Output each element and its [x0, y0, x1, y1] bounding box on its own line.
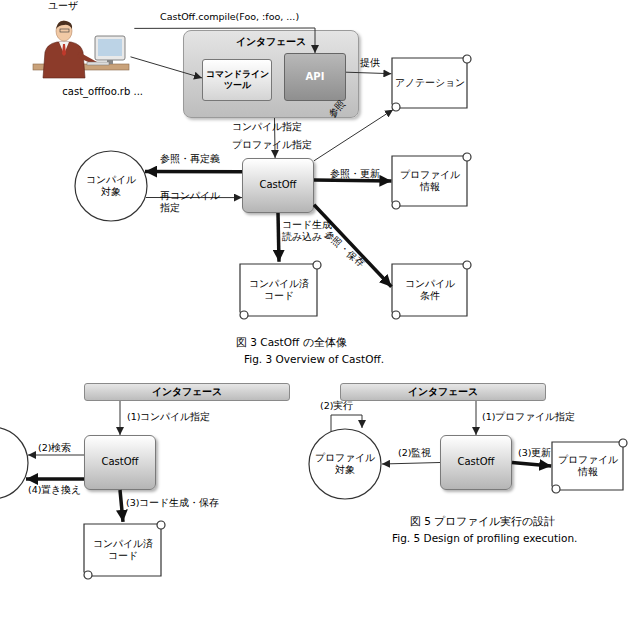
node-text: インタフェース: [236, 36, 306, 49]
node-cast: CastOff: [440, 435, 512, 490]
thick-arrow: [120, 490, 123, 522]
node-text: コンパイル 条件: [402, 278, 458, 303]
thick-arrow: [278, 213, 279, 262]
glasses: [60, 29, 69, 32]
document-body: [552, 442, 623, 490]
node-text: cast_offfoo.rb ...: [62, 86, 143, 99]
search-arrow: [28, 455, 84, 456]
node-text: コンパイル 対象: [83, 174, 139, 199]
edge-label: 再コンパイル 指定: [160, 190, 224, 214]
screen: [98, 39, 122, 56]
thick-arrow: [314, 180, 391, 181]
thick-arrow: [145, 170, 242, 174]
document-curl-top: [157, 521, 165, 529]
node-text: プロファイル 対象: [314, 452, 376, 476]
node-doc: プロファイル 情報: [548, 436, 628, 496]
edge-label: 参照・保存: [322, 228, 367, 270]
node-doc: コンパイル済 コード: [236, 258, 322, 322]
figure-caption: 図 3 CastOff の全体像: [236, 336, 347, 349]
edge-label: (3)更新: [518, 447, 551, 459]
document-curl-top: [619, 439, 627, 447]
thin-arrow: [382, 463, 440, 465]
user-head: [56, 21, 72, 41]
node-bar: インタフェース: [84, 383, 290, 401]
node-circle: コンパイル 対象: [74, 150, 148, 222]
node-cast: CastOff: [242, 158, 314, 213]
document-curl-bottom: [392, 311, 400, 319]
user-tie: [62, 44, 66, 56]
document-curl-bottom: [84, 571, 92, 579]
edge-label: (1)プロファイル指定: [482, 411, 575, 423]
illustration-holder: [31, 18, 131, 80]
document-curl-bottom: [392, 201, 400, 209]
edge-label: コンパイル指定: [232, 121, 302, 133]
circle-shape: [75, 151, 147, 221]
node-doc: コンパイル済 コード: [80, 518, 166, 582]
figure-caption: Fig. 3 Overview of CastOff.: [244, 353, 384, 366]
node-text: プロファイル 情報: [556, 454, 620, 479]
thin-arrow: [120, 401, 121, 435]
node-text: CastOff: [101, 456, 138, 469]
node-text: アノテーション: [392, 77, 468, 90]
figure-caption: Fig. 5 Design of profiling execution.: [392, 532, 577, 545]
user-illustration: [31, 18, 131, 80]
node-text: コンパイル済 コード: [91, 538, 155, 563]
document-body: [392, 156, 467, 206]
edge-label: CastOff.compile(Foo, :foo, ...): [160, 11, 299, 23]
document-curl-bottom: [392, 103, 400, 111]
document-body: [392, 58, 467, 108]
node-bar: インタフェース: [340, 383, 546, 401]
node-text: CastOff: [457, 456, 494, 469]
edge-label: 参照・再定義: [160, 153, 220, 165]
document-curl-top: [463, 261, 471, 269]
thick-arrow: [512, 463, 551, 467]
node-doc: コンパイル 条件: [388, 258, 472, 322]
node-text: インタフェース: [152, 386, 222, 399]
node-circle: プロファイル 対象: [308, 428, 382, 500]
document-body: [392, 264, 467, 316]
node-box: コマンドライン ツール: [202, 59, 272, 101]
user-hair: [56, 21, 72, 29]
edge-label: 提供: [360, 57, 380, 69]
replace-arrow: [26, 477, 84, 481]
edge-label: (3)コード生成・保存: [126, 497, 219, 509]
node-text: コンパイル済 コード: [247, 278, 311, 303]
node-doc: アノテーション: [388, 52, 472, 114]
annotation-label: (2)実行: [320, 400, 353, 412]
annotation-label: (4)置き換え: [28, 484, 81, 496]
document-curl-top: [463, 55, 471, 63]
node-cast: CastOff: [84, 435, 156, 490]
keyboard: [87, 62, 109, 65]
edge-label: (2)監視: [398, 447, 431, 459]
annotation-label: プロファイル指定: [232, 139, 312, 151]
document-curl-top: [313, 261, 321, 269]
figure-caption: 図 5 プロファイル実行の設計: [410, 515, 555, 528]
document-curl-top: [463, 153, 471, 161]
node-doc: プロファイル 情報: [388, 150, 472, 212]
thick-arrow: [314, 205, 391, 287]
node-text: API: [306, 71, 325, 84]
document-body: [84, 524, 161, 576]
edge-label: 参照・更新: [330, 168, 380, 180]
target-circle-partial: [0, 427, 28, 499]
node-text: インタフェース: [408, 386, 478, 399]
node-user: ユーザ cast_offfoo.rb ...: [18, 0, 143, 98]
monitor: [95, 36, 125, 60]
node-text: コマンドライン ツール: [203, 69, 271, 92]
annotation-label: (2)検索: [38, 442, 71, 454]
node-text: ユーザ: [48, 0, 78, 13]
edge-label: (1)コンパイル指定: [127, 411, 210, 423]
circle-shape: [309, 429, 381, 499]
node-text: プロファイル 情報: [398, 169, 462, 194]
node-text: CastOff: [259, 179, 296, 192]
thin-arrow: [476, 401, 477, 435]
node-api: API: [284, 53, 346, 101]
document-body: [240, 264, 317, 316]
document-curl-bottom: [552, 485, 560, 493]
user-body: [43, 42, 85, 78]
document-curl-bottom: [240, 311, 248, 319]
